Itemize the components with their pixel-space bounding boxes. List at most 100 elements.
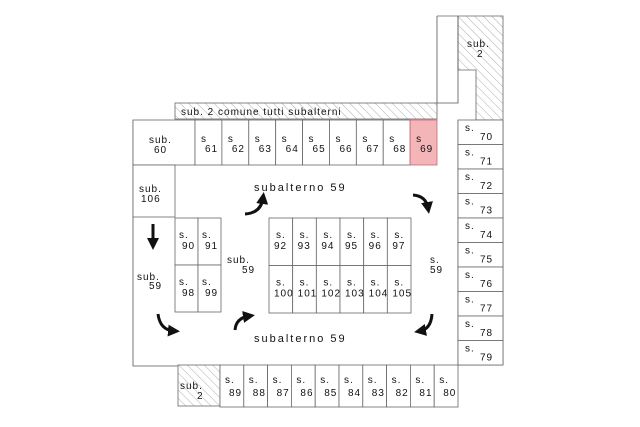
- parking-space-prefix: s.: [465, 148, 475, 159]
- parking-space-100: s.100: [268, 265, 294, 314]
- parking-space-73: s.73: [457, 193, 504, 219]
- parking-space-prefix: s: [201, 134, 207, 145]
- parking-space-number: 90: [182, 241, 195, 252]
- parking-space-99: s.99: [197, 264, 222, 313]
- sub-59-center-right-label-2: 59: [430, 265, 443, 276]
- sub-60-space: [132, 119, 196, 166]
- parking-space-number: 99: [205, 288, 218, 299]
- parking-space-number: 89: [229, 388, 242, 399]
- parking-space-number: 100: [274, 289, 294, 300]
- parking-space-prefix: s.: [320, 375, 330, 386]
- parking-space-86: s.86: [290, 364, 316, 408]
- parking-space-number: 92: [274, 241, 287, 252]
- parking-space-number: 101: [298, 289, 318, 300]
- parking-space-number: 62: [232, 144, 245, 155]
- parking-space-box: [457, 217, 504, 243]
- right-strip-wall: [436, 16, 459, 104]
- parking-space-number: 86: [300, 388, 313, 399]
- parking-space-prefix: s: [335, 134, 341, 145]
- parking-space-number: 75: [480, 255, 493, 266]
- parking-space-prefix: s.: [179, 230, 189, 241]
- parking-space-box: [355, 119, 384, 166]
- parking-space-number: 103: [345, 289, 365, 300]
- parking-space-number: 95: [345, 241, 358, 252]
- parking-space-97: s.97: [386, 217, 412, 266]
- parking-space-prefix: s.: [465, 221, 475, 232]
- parking-space-box: [433, 364, 459, 408]
- parking-space-prefix: s: [416, 134, 422, 145]
- parking-space-box: [275, 119, 303, 166]
- right-column-spaces: s.70s.71s.72s.73s.74s.75s.76s.77s.78s.79: [457, 119, 504, 366]
- parking-space-prefix: s: [362, 134, 368, 145]
- parking-space-box: [314, 364, 340, 408]
- parking-space-88: s.88: [243, 364, 269, 408]
- parking-space-prefix: s.: [347, 230, 357, 241]
- parking-space-94: s.94: [315, 217, 341, 266]
- parking-space-65: s65: [302, 119, 330, 166]
- parking-space-69: s69: [409, 119, 438, 166]
- parking-space-103: s.103: [339, 265, 365, 314]
- parking-space-box: [386, 364, 411, 408]
- parking-space-61: s61: [194, 119, 223, 166]
- parking-space-box: [221, 119, 250, 166]
- parking-space-81: s.81: [409, 364, 435, 408]
- parking-space-number: 87: [277, 388, 290, 399]
- parking-space-prefix: s.: [273, 375, 283, 386]
- parking-space-prefix: s.: [344, 375, 354, 386]
- aisle-label-top: subalterno 59: [254, 182, 347, 194]
- parking-space-prefix: s: [255, 134, 261, 145]
- arrow-curve-bottom-right-icon: [414, 313, 434, 336]
- parking-space-number: 91: [205, 241, 218, 252]
- parking-space-prefix: s.: [225, 375, 235, 386]
- parking-space-prefix: s.: [371, 230, 381, 241]
- parking-space-prefix: s.: [465, 270, 475, 281]
- parking-space-number: 102: [321, 289, 341, 300]
- parking-space-number: 93: [298, 241, 311, 252]
- parking-space-number: 104: [369, 289, 389, 300]
- parking-space-box: [302, 119, 330, 166]
- parking-space-96: s.96: [363, 217, 388, 266]
- parking-space-box: [457, 340, 504, 366]
- parking-space-number: 68: [393, 144, 406, 155]
- parking-space-box: [457, 168, 504, 194]
- parking-space-number: 96: [369, 241, 382, 252]
- arrow-curve-top-center-icon: [244, 192, 269, 216]
- parking-space-89: s. 89: [219, 364, 245, 408]
- parking-space-95: s.95: [339, 217, 365, 266]
- parking-space-prefix: s.: [202, 277, 212, 288]
- parking-space-number: 63: [259, 144, 272, 155]
- parking-space-75: s. 75: [457, 242, 504, 268]
- arrow-curve-bottom-left-icon: [156, 313, 180, 337]
- parking-space-prefix: s.: [249, 375, 259, 386]
- parking-space-box: [409, 364, 435, 408]
- common-area-banner-label: sub. 2 comune tutti subalterni: [181, 107, 342, 118]
- parking-space-number: 79: [480, 353, 493, 364]
- arrow-curve-bottom-center-icon: [233, 310, 255, 331]
- parking-space-number: 94: [321, 241, 334, 252]
- parking-space-prefix: s.: [465, 295, 475, 306]
- sub-59-left-label-2: 59: [149, 281, 162, 292]
- arrow-curve-top-right-icon: [412, 193, 433, 214]
- parking-space-77: s.77: [457, 291, 504, 317]
- common-area-bottom-left-label-2: 2: [197, 391, 204, 402]
- parking-space-74: s.74: [457, 217, 504, 243]
- parking-space-66: s66: [329, 119, 357, 166]
- parking-space-98: s.98: [174, 264, 199, 313]
- parking-space-prefix: s.: [276, 230, 286, 241]
- left-block-spaces: s.90s.91s.98s.99: [174, 217, 222, 313]
- sub-106-label-1: sub.: [139, 184, 162, 195]
- parking-space-number: 71: [480, 157, 493, 168]
- parking-space-92: s.92: [268, 217, 294, 266]
- parking-space-prefix: s.: [465, 246, 475, 257]
- sub-59-center-left-label-1: sub.: [227, 255, 250, 266]
- common-area-bottom-left-label-1: sub.: [180, 381, 203, 392]
- parking-space-box: [409, 119, 438, 166]
- parking-space-number: 83: [372, 388, 385, 399]
- parking-space-box: [197, 264, 222, 313]
- parking-space-64: s64: [275, 119, 303, 166]
- parking-space-number: 76: [480, 279, 493, 290]
- sub-59-center-left-label-2: 59: [242, 265, 255, 276]
- sub-59-left-label-1: sub.: [137, 272, 160, 283]
- parking-space-prefix: s.: [276, 278, 286, 289]
